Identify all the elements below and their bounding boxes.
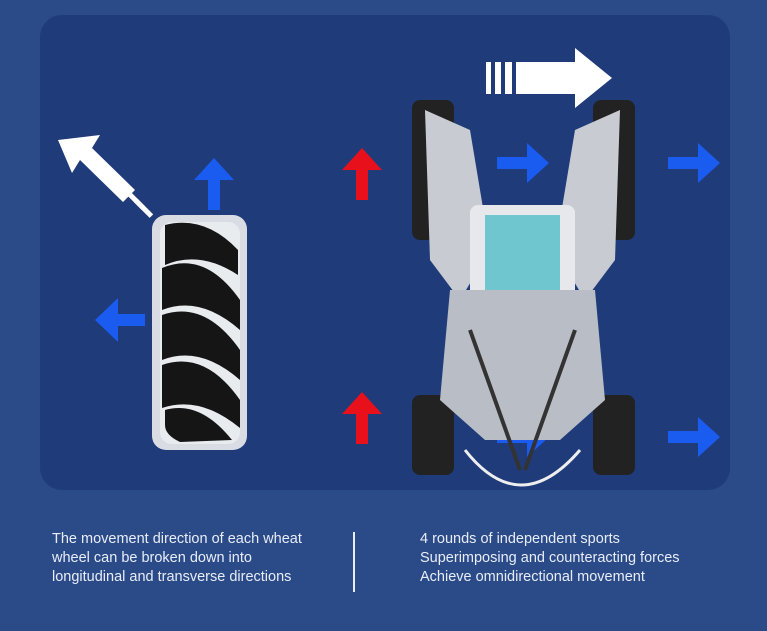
white-diagonal-arrow — [58, 135, 154, 218]
robot-car-image — [412, 100, 635, 487]
red-up-arrow — [342, 392, 382, 444]
caption-line: wheel can be broken down into — [52, 550, 252, 566]
blue-right-arrow — [497, 143, 549, 183]
blue-up-arrow — [194, 158, 234, 210]
divider — [353, 532, 355, 592]
caption-line: 4 rounds of independent sports — [420, 531, 620, 547]
mecanum-wheel-image — [152, 215, 247, 450]
caption-right: 4 rounds of independent sports Superimpo… — [420, 530, 680, 587]
caption-line: Superimposing and counteracting forces — [420, 550, 680, 566]
caption-line: The movement direction of each wheat — [52, 531, 302, 547]
white-right-arrow — [486, 48, 612, 108]
caption-line: Achieve omnidirectional movement — [420, 569, 645, 585]
blue-left-arrow — [95, 298, 145, 342]
blue-right-arrow — [668, 143, 720, 183]
caption-line: longitudinal and transverse directions — [52, 569, 292, 585]
caption-left: The movement direction of each wheat whe… — [52, 530, 302, 587]
red-up-arrow — [342, 148, 382, 200]
blue-right-arrow — [668, 417, 720, 457]
